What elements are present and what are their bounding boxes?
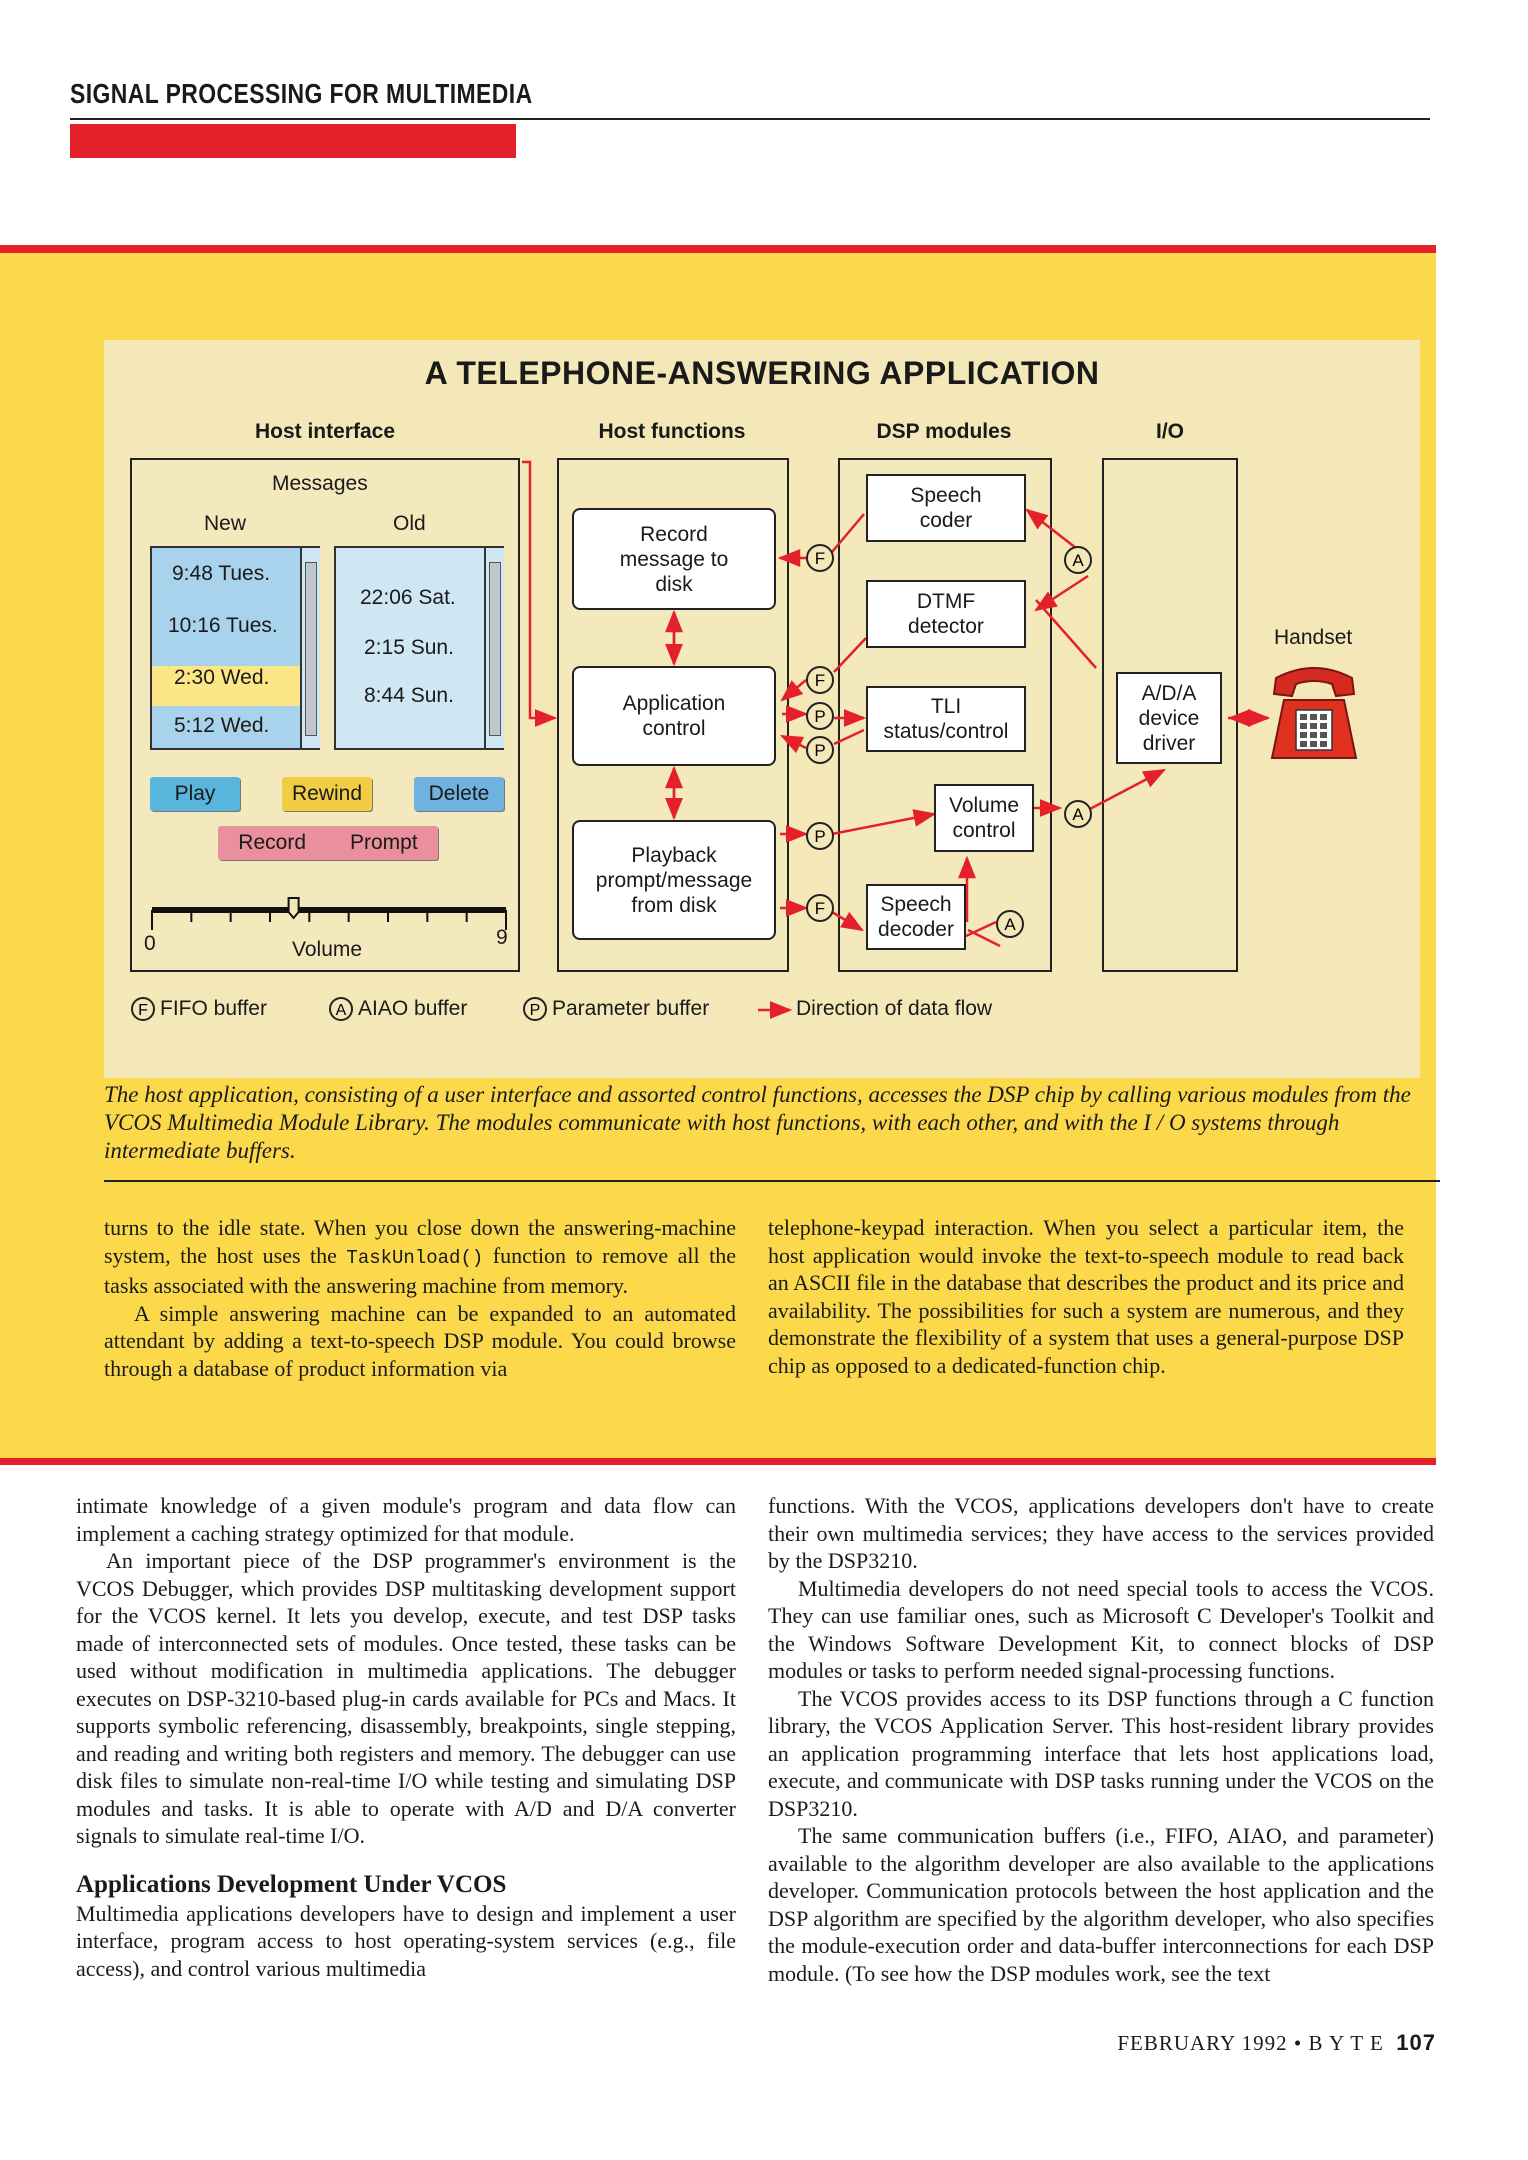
messages-label: Messages <box>272 472 368 495</box>
column-header-host-functions: Host functions <box>598 420 746 443</box>
volume-thumb[interactable] <box>287 897 300 920</box>
figure-caption: The host application, consisting of a us… <box>104 1082 1411 1163</box>
volume-max-label: 9 <box>496 926 508 949</box>
keypad-key <box>1320 723 1327 729</box>
svg-text:F: F <box>815 899 825 918</box>
volume-control-box: Volume control <box>934 784 1034 852</box>
keypad-key <box>1310 714 1317 720</box>
param-legend-icon: P <box>523 997 547 1021</box>
body-left-column: intimate knowledge of a given module's p… <box>76 1493 736 1981</box>
diagram-title: A TELEPHONE-ANSWERING APPLICATION <box>424 355 1100 391</box>
buffer-marker: P <box>806 702 834 730</box>
list-item[interactable]: 2:30 Wed. <box>174 666 270 689</box>
body-right-column: functions. With the VCOS, applications d… <box>768 1493 1434 1986</box>
record-prompt-buttons[interactable]: Record Prompt <box>218 826 438 860</box>
list-item[interactable]: 8:44 Sun. <box>364 684 454 707</box>
volume-label: Volume <box>292 938 363 961</box>
buffer-marker: F <box>806 894 834 922</box>
keypad-key <box>1300 741 1307 747</box>
handset-label: Handset <box>1274 626 1353 649</box>
page-number: 107 <box>1396 2030 1436 2055</box>
device-driver-box: A/D/A device driver <box>1116 672 1222 764</box>
svg-text:A: A <box>336 1002 347 1019</box>
volume-slider[interactable] <box>150 886 514 956</box>
keypad-key <box>1310 741 1317 747</box>
svg-text:F: F <box>815 549 825 568</box>
column-header-dsp-modules: DSP modules <box>876 420 1012 443</box>
list-item[interactable]: 9:48 Tues. <box>172 562 271 585</box>
list-item[interactable]: 2:15 Sun. <box>364 636 454 659</box>
svg-text:F: F <box>815 671 825 690</box>
speech-decoder-box: Speech decoder <box>866 884 966 950</box>
keypad-key <box>1310 732 1317 738</box>
buffer-marker: A <box>1064 546 1092 574</box>
svg-text:P: P <box>814 741 825 760</box>
header-red-bar <box>70 124 516 158</box>
column-header-host-interface: Host interface <box>254 420 396 443</box>
record-button[interactable]: Record <box>238 831 306 854</box>
tli-box: TLI status/control <box>866 686 1026 752</box>
fifo-legend-icon: F <box>131 997 155 1021</box>
section-heading: Applications Development Under VCOS <box>76 1870 507 1898</box>
svg-text:A: A <box>1072 805 1084 824</box>
svg-text:P: P <box>814 827 825 846</box>
footer-magazine: B Y T E <box>1308 2031 1384 2055</box>
new-messages-list[interactable]: 9:48 Tues. 10:16 Tues. 2:30 Wed. 5:12 We… <box>150 546 320 750</box>
legend-flow: Direction of data flow <box>796 997 993 1020</box>
column-header-io: I/O <box>1155 420 1184 443</box>
buffer-marker: A <box>996 910 1024 938</box>
caption-rule <box>104 1180 1440 1182</box>
speech-coder-box: Speech coder <box>866 474 1026 542</box>
application-control-box: Application control <box>572 666 776 766</box>
delete-button[interactable]: Delete <box>414 777 504 811</box>
keypad-key <box>1320 732 1327 738</box>
buffer-marker: P <box>806 736 834 764</box>
new-messages-label: New <box>204 512 247 535</box>
play-button[interactable]: Play <box>150 777 240 811</box>
legend-param: Parameter buffer <box>552 997 710 1020</box>
keypad-key <box>1300 732 1307 738</box>
rewind-button[interactable]: Rewind <box>282 777 372 811</box>
record-message-box: Record message to disk <box>572 508 776 610</box>
old-messages-list[interactable]: 22:06 Sat. 2:15 Sun. 8:44 Sun. <box>334 546 504 750</box>
legend-aiao: AIAO buffer <box>358 997 468 1020</box>
svg-text:A: A <box>1072 551 1084 570</box>
header-rule <box>70 118 1430 120</box>
selected-message-highlight <box>152 666 300 706</box>
keypad-key <box>1310 723 1317 729</box>
volume-min-label: 0 <box>144 932 156 955</box>
keypad-key <box>1300 723 1307 729</box>
sidebar-right-column: telephone-keypad interaction. When you s… <box>768 1215 1404 1378</box>
new-list-scrollbar[interactable] <box>300 548 320 748</box>
aiao-legend-icon: A <box>329 997 353 1021</box>
old-list-scrollbar[interactable] <box>484 548 504 748</box>
list-item[interactable]: 10:16 Tues. <box>168 614 278 637</box>
list-item[interactable]: 5:12 Wed. <box>174 714 270 737</box>
telephone-icon <box>1270 667 1358 759</box>
svg-text:F: F <box>138 1002 148 1019</box>
buffer-marker: F <box>806 666 834 694</box>
data-flow-arrows <box>522 460 1271 1019</box>
buffer-marker: A <box>1064 800 1092 828</box>
keypad-key <box>1300 714 1307 720</box>
legend-fifo: FIFO buffer <box>160 997 267 1020</box>
section-title: SIGNAL PROCESSING FOR MULTIMEDIA <box>70 78 533 109</box>
svg-text:A: A <box>1004 915 1016 934</box>
footer-date: FEBRUARY 1992 <box>1117 2031 1288 2055</box>
svg-text:P: P <box>530 1002 541 1019</box>
playback-box: Playback prompt/message from disk <box>572 820 776 940</box>
sidebar-left-column: turns to the idle state. When you close … <box>104 1215 736 1381</box>
keypad-key <box>1320 741 1327 747</box>
dtmf-detector-box: DTMF detector <box>866 580 1026 648</box>
keypad-key <box>1320 714 1327 720</box>
list-item[interactable]: 22:06 Sat. <box>360 586 456 609</box>
page-footer: FEBRUARY 1992 • B Y T E 107 <box>1117 2030 1436 2055</box>
prompt-button[interactable]: Prompt <box>350 831 418 854</box>
buffer-marker: P <box>806 822 834 850</box>
svg-text:P: P <box>814 707 825 726</box>
buffer-marker: F <box>806 544 834 572</box>
old-messages-label: Old <box>393 512 426 535</box>
